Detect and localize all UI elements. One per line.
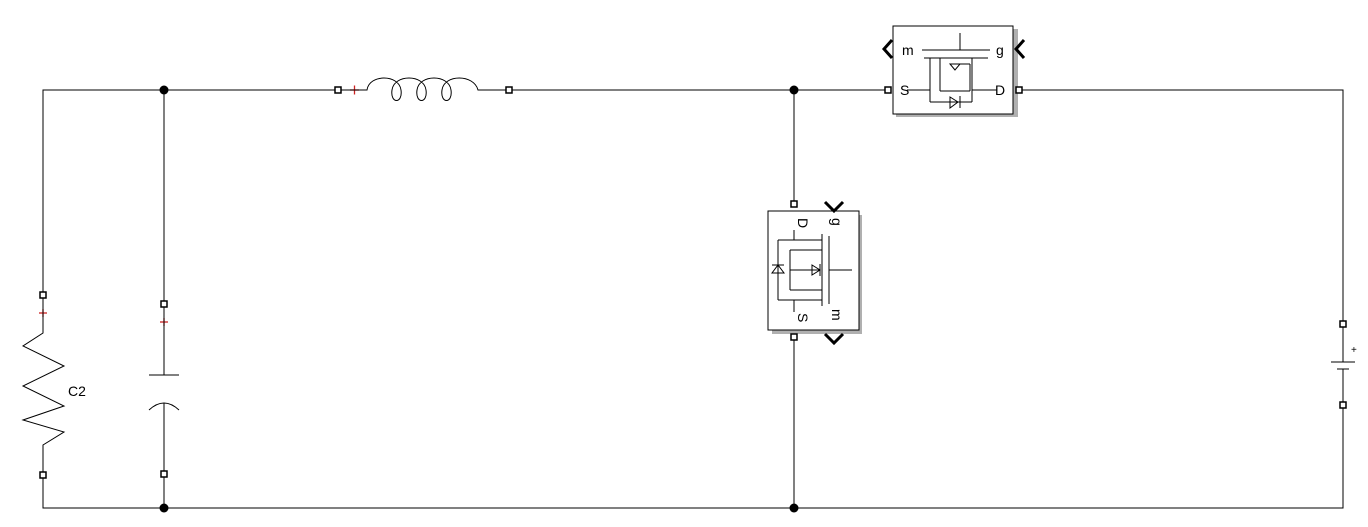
mosfet-symbol — [771, 230, 852, 312]
wire-bottom-left[interactable] — [42, 405, 1344, 509]
resistor-label: C2 — [68, 383, 86, 399]
wire-top-right[interactable] — [1019, 89, 1344, 324]
mosfet-mid-label-d: D — [795, 218, 811, 228]
port-terminal[interactable] — [1339, 320, 1347, 328]
junction-dot — [159, 85, 169, 95]
dc-voltage-source[interactable]: + — [1331, 320, 1357, 409]
chevron-down-icon — [823, 200, 845, 214]
mosfet-mid-label-g: g — [829, 218, 845, 226]
port-terminal[interactable] — [790, 333, 798, 341]
inductor[interactable] — [334, 77, 513, 101]
port-terminal[interactable] — [790, 200, 798, 208]
inductor-coil — [341, 77, 506, 101]
junction-dot — [159, 503, 169, 513]
mosfet-top-label-m: m — [902, 42, 914, 58]
resistor-c2[interactable]: C2 — [21, 291, 86, 479]
junctions — [159, 85, 799, 513]
mosfet-top-label-g: g — [996, 42, 1004, 58]
mosfet-mid[interactable]: D g S m — [767, 200, 862, 346]
port-terminal[interactable] — [334, 86, 342, 94]
mosfet-top[interactable]: m g S D — [881, 25, 1026, 117]
chevron-left-icon — [1013, 39, 1026, 59]
battery-polarity: + — [1351, 345, 1357, 356]
mosfet-symbol — [907, 33, 997, 109]
mosfet-top-body[interactable] — [892, 25, 1014, 115]
resistor-zigzag — [21, 298, 66, 472]
chevron-down-icon — [823, 332, 845, 346]
port-terminal[interactable] — [505, 86, 513, 94]
wires — [42, 89, 1344, 509]
port-terminal[interactable] — [884, 86, 892, 94]
chevron-left-icon — [881, 39, 894, 59]
mosfet-top-label-s: S — [900, 82, 909, 98]
junction-dot — [789, 503, 799, 513]
mosfet-mid-label-s: S — [795, 313, 811, 322]
port-terminal[interactable] — [1339, 401, 1347, 409]
port-terminal[interactable] — [39, 471, 47, 479]
wire-top-left[interactable] — [42, 89, 338, 295]
port-terminal[interactable] — [160, 470, 168, 478]
port-terminal[interactable] — [160, 300, 168, 308]
capacitor[interactable] — [148, 300, 180, 478]
mosfet-mid-label-m: m — [829, 309, 845, 321]
junction-dot — [789, 85, 799, 95]
mosfet-top-label-d: D — [995, 82, 1005, 98]
port-terminal[interactable] — [39, 291, 47, 299]
port-terminal[interactable] — [1015, 86, 1023, 94]
